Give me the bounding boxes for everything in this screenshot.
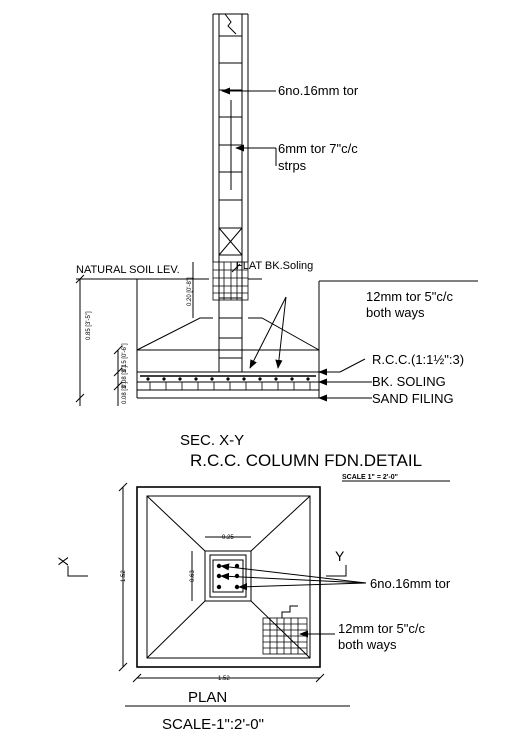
plan-label-mesh: 12mm tor 5"c/c bbox=[338, 621, 425, 636]
plan-column bbox=[212, 559, 244, 593]
plan-label-mesh-2: both ways bbox=[338, 637, 397, 652]
section-mark-x: X bbox=[55, 556, 71, 566]
dim-depth: 0.85 [3'-5"] bbox=[86, 311, 92, 340]
plan-label-main-bars: 6no.16mm tor bbox=[370, 576, 451, 591]
dim-side: 1.52 bbox=[121, 570, 127, 582]
dim-pedestal: 0.20 [0'-8"] bbox=[187, 277, 193, 306]
label-mesh-2: both ways bbox=[366, 305, 425, 320]
label-mesh: 12mm tor 5"c/c bbox=[366, 289, 453, 304]
section-mark-y: Y bbox=[335, 548, 345, 564]
dim-col-depth: 0.63 bbox=[190, 570, 196, 582]
plan-leaders bbox=[220, 563, 367, 638]
label-main-bars: 6no.16mm tor bbox=[278, 83, 359, 98]
rcc-base bbox=[136, 349, 320, 373]
dim-width: 1.52 bbox=[218, 676, 230, 682]
column bbox=[212, 13, 249, 372]
scale-note: SCALE 1" = 2'-0" bbox=[342, 474, 398, 481]
dim-col-width: 0.25 bbox=[222, 535, 234, 541]
label-natural-soil: NATURAL SOIL LEV. bbox=[76, 264, 180, 276]
label-stirrups-2: strps bbox=[278, 158, 307, 173]
stirrup-ties bbox=[219, 35, 242, 359]
dim-d2: 0.08 [3"] bbox=[122, 366, 128, 388]
section-view: 0.85 [3'-5"] 0.20 [0'-8"] 0.15 [0'-6"] 0… bbox=[75, 13, 478, 449]
section-dimensions: 0.85 [3'-5"] 0.20 [0'-8"] 0.15 [0'-6"] 0… bbox=[75, 262, 194, 406]
footing-slope-left bbox=[136, 317, 213, 351]
label-rcc: R.C.C.(1:1½":3) bbox=[372, 352, 464, 367]
plan-pedestal bbox=[204, 550, 252, 602]
brick-soling-pattern bbox=[149, 382, 311, 390]
plan-scale: SCALE-1":2'-0" bbox=[162, 716, 264, 733]
section-leaders bbox=[221, 87, 372, 402]
section-arrow-x bbox=[67, 566, 88, 577]
label-flat-soling: FLAT BK.Soling bbox=[236, 260, 313, 272]
label-sand: SAND FILING bbox=[372, 391, 454, 406]
section-caption: SEC. X-Y bbox=[180, 432, 244, 449]
label-stirrups: 6mm tor 7"c/c bbox=[278, 141, 358, 156]
label-bk-soling: BK. SOLING bbox=[372, 374, 446, 389]
dim-d3: 0.08 [3"] bbox=[122, 382, 128, 404]
footing-slope-right bbox=[248, 317, 320, 351]
plan-caption: PLAN bbox=[188, 689, 227, 706]
plan-column-bars bbox=[216, 563, 240, 590]
mesh-bars bbox=[146, 377, 310, 381]
plan-view: 0.25 0.63 1.52 1.52 X Y 6no.16mm tor 12m… bbox=[55, 482, 451, 733]
dim-d1: 0.15 [0'-6"] bbox=[122, 343, 128, 372]
section-arrow-y bbox=[326, 565, 347, 577]
plan-outline bbox=[136, 486, 321, 668]
pedestal-grid bbox=[212, 261, 249, 301]
drawing-title: R.C.C. COLUMN FDN.DETAIL bbox=[190, 451, 422, 470]
